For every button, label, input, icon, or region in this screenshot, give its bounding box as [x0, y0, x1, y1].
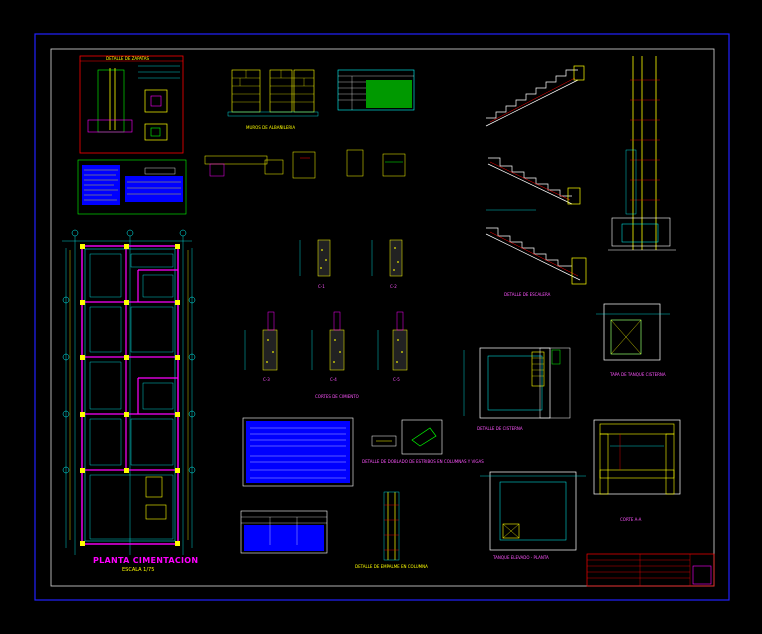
stirrup-table: [240, 510, 328, 554]
splice-title: DETALLE DE EMPALME EN COLUMNA: [355, 564, 428, 569]
column-elevation: [608, 56, 676, 251]
section-label-c2: C-2: [390, 284, 397, 289]
zapatas-title: DETALLE DE ZAPATAS: [106, 56, 150, 61]
foundation-plan-title: PLANTA CIMENTACION: [93, 556, 199, 565]
zapatas-detail: [79, 55, 184, 154]
tank-cover: [596, 303, 670, 361]
brick-walls-title: MUROS DE ALBAÑILERIA: [246, 125, 296, 130]
beam-details: [204, 149, 406, 179]
title-block: [586, 553, 715, 587]
cistern-detail: [463, 347, 571, 419]
section-aa: [593, 419, 681, 495]
inner-border: [50, 48, 715, 587]
section-aa-title: CORTE A-A: [620, 517, 642, 522]
section-label-c5: C-5: [393, 377, 400, 382]
section-label-c4: C-4: [330, 377, 337, 382]
stair-details: [485, 65, 587, 285]
stirrup-bending-title: DETALLE DE DOBLADO DE ESTRIBOS EN COLUMN…: [362, 459, 484, 464]
concrete-spec-table: [242, 417, 354, 487]
cistern-title: DETALLE DE CISTERNA: [477, 426, 523, 431]
foundation-plan: [62, 229, 196, 555]
foundation-sections: [244, 239, 408, 371]
brick-walls: [227, 69, 319, 117]
foundation-sections-title: CORTES DE CIMIENTO: [315, 394, 359, 399]
elevated-tank-title: TANQUE ELEVADO - PLANTA: [493, 555, 549, 560]
quantity-table: [337, 69, 415, 111]
foundation-plan-scale: ESCALA 1/75: [122, 567, 155, 573]
tank-cover-title: TAPA DE TANQUE CISTERNA: [610, 372, 666, 377]
stirrup-bending-detail: [371, 419, 443, 455]
specs-table: [77, 159, 187, 215]
section-label-c1: C-1: [318, 284, 325, 289]
section-label-c3: C-3: [263, 377, 270, 382]
splice-detail: [383, 491, 400, 561]
outer-frame: [34, 33, 730, 601]
stair-title: DETALLE DE ESCALERA: [504, 292, 551, 297]
elevated-tank-plan: [480, 471, 586, 551]
